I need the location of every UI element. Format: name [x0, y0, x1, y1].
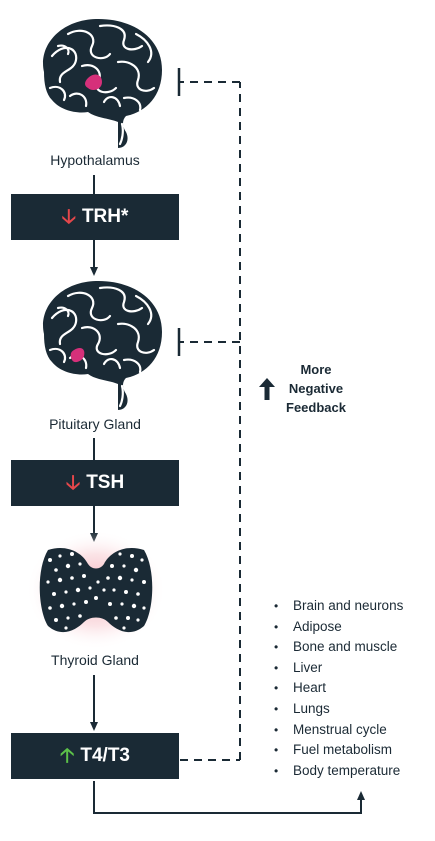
- trh-box: 🡣 TRH*: [11, 194, 179, 240]
- list-item: Adipose: [272, 617, 403, 638]
- down-arrow-icon: 🡣: [65, 472, 81, 494]
- list-item: Liver: [272, 658, 403, 679]
- negative-feedback-note: More Negative Feedback: [258, 360, 346, 417]
- up-arrow-icon: [259, 377, 275, 400]
- up-arrow-icon: 🡡: [60, 745, 75, 767]
- hypothalamus-label: Hypothalamus: [50, 152, 140, 168]
- feedback-line: Negative: [288, 381, 344, 396]
- list-item: Brain and neurons: [272, 596, 403, 617]
- feedback-line: Feedback: [286, 400, 346, 415]
- tsh-box: 🡣 TSH: [11, 460, 179, 506]
- down-arrow-icon: 🡣: [61, 206, 76, 228]
- pituitary-label: Pituitary Gland: [49, 416, 141, 432]
- list-item: Lungs: [272, 699, 403, 720]
- pituitary-brain-icon: [38, 276, 168, 412]
- list-item: Menstrual cycle: [272, 720, 403, 741]
- arrow-t4t3-to-targets: [93, 781, 365, 814]
- hypothalamus-brain-icon: [38, 14, 168, 150]
- tsh-label: TSH: [86, 472, 125, 493]
- target-tissues-list: Brain and neurons Adipose Bone and muscl…: [272, 596, 403, 781]
- list-item: Bone and muscle: [272, 637, 403, 658]
- trh-label: TRH*: [81, 206, 129, 227]
- thyroid-icon: [26, 530, 166, 650]
- list-item: Heart: [272, 678, 403, 699]
- feedback-line: More: [300, 362, 332, 377]
- list-item: Fuel metabolism: [272, 740, 403, 761]
- negative-feedback-path: [180, 81, 241, 761]
- t4t3-box: 🡡 T4/T3: [11, 733, 179, 779]
- t4t3-label: T4/T3: [80, 745, 130, 766]
- thyroid-label: Thyroid Gland: [51, 652, 139, 668]
- feedback-text: More Negative Feedback: [286, 360, 346, 417]
- list-item: Body temperature: [272, 761, 403, 782]
